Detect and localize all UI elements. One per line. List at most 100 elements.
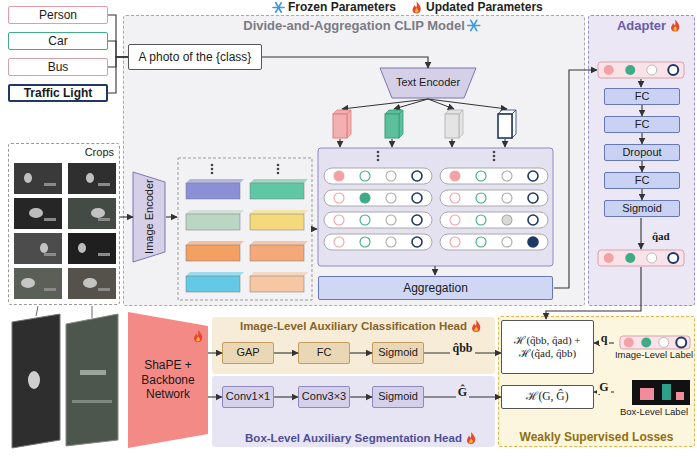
vector-dot <box>625 65 635 75</box>
encoder-trapezoid: Image Encoder <box>133 172 165 262</box>
legend-item: Frozen Parameters <box>272 0 396 14</box>
node-label: FC <box>317 346 332 359</box>
flow-arrow <box>504 139 505 147</box>
snowflake-icon <box>468 20 480 30</box>
model-panel: Divide-and-Aggregation CLIP ModelA photo… <box>123 15 585 306</box>
ellipsis-dot <box>493 155 496 158</box>
embedding-top <box>250 241 308 245</box>
image-embedding <box>186 214 240 230</box>
score-dot <box>360 215 370 225</box>
thermal-detail <box>44 218 56 221</box>
score-dot <box>334 237 344 247</box>
ellipsis-dot <box>277 164 280 167</box>
embedding-side <box>512 110 516 138</box>
thermal-object <box>21 278 35 288</box>
score-dot <box>412 215 422 225</box>
score-dot <box>502 193 512 203</box>
legend: Frozen ParametersUpdated Parameters <box>272 0 543 14</box>
crop-image <box>68 268 116 299</box>
embedding-side <box>347 110 351 138</box>
score-row <box>324 190 432 206</box>
node-label: Text Encoder <box>396 76 460 89</box>
text-embedding <box>385 114 399 138</box>
connector <box>641 105 642 116</box>
embedding-group <box>178 158 312 300</box>
score-dot <box>528 193 538 203</box>
loss-box: ℋ(q̃bb, q̂ad) + ℋ(q̃ad, q̂bb) <box>501 320 594 374</box>
crops-panel: Crops <box>8 143 120 305</box>
layer-box: Sigmoid <box>372 386 424 408</box>
label-item: Box-Level Label <box>614 378 694 426</box>
score-dot <box>528 171 538 181</box>
score-dot <box>450 215 460 225</box>
fire-icon <box>194 330 202 342</box>
trapezoid-outline <box>380 68 476 98</box>
embedding-top <box>250 210 308 214</box>
connector <box>641 189 642 200</box>
node-label: Dropout <box>622 146 661 159</box>
prompt-box: A photo of the {class} <box>128 44 262 70</box>
flow-arrow <box>391 139 392 147</box>
ellipsis-dot <box>377 151 380 154</box>
image-embedding <box>186 276 240 292</box>
connector <box>350 352 372 353</box>
node-label: A photo of the {class} <box>139 50 252 64</box>
score-dot <box>412 237 422 247</box>
vector-dot <box>647 65 657 75</box>
connector <box>350 396 372 397</box>
layer-box: FC <box>604 88 680 105</box>
connector <box>262 57 428 68</box>
fire-icon <box>467 432 475 444</box>
fire-icon <box>671 20 679 32</box>
trapezoid-outline <box>128 312 208 448</box>
flow-arrow <box>640 218 641 249</box>
flow-arrow <box>339 139 340 147</box>
layer-box: GAP <box>222 342 274 364</box>
snowflake-stroke <box>276 2 282 12</box>
snowflake-stroke <box>468 25 480 27</box>
node-label: Conv1×1 <box>226 390 270 403</box>
crop-link <box>36 306 38 316</box>
embedding-top <box>385 110 403 114</box>
ellipsis-dot <box>211 172 214 175</box>
snowflake-stroke <box>471 20 477 30</box>
embedding-top <box>445 110 463 114</box>
connector <box>108 15 128 57</box>
ellipsis-dot <box>377 155 380 158</box>
thermal-image <box>66 314 118 446</box>
fire-icon <box>413 1 421 13</box>
score-dot <box>360 171 370 181</box>
layer-box: Sigmoid <box>604 200 680 217</box>
thermal-detail <box>44 183 56 186</box>
score-dot <box>334 193 344 203</box>
math-label: q̂ad <box>650 230 672 242</box>
score-dot <box>412 171 422 181</box>
edge-label: q̂bb <box>450 342 474 355</box>
mask-region <box>640 388 654 400</box>
ellipsis-dot <box>211 168 214 171</box>
thermal-detail <box>80 370 106 375</box>
flame-outer <box>194 330 202 342</box>
embedding-side <box>399 110 403 138</box>
ellipsis-dot <box>277 168 280 171</box>
score-dot <box>360 237 370 247</box>
node-label: Image Encoder <box>142 180 155 255</box>
thermal-object <box>24 173 32 183</box>
connector <box>108 41 128 57</box>
score-dot <box>502 171 512 181</box>
node-label: Sigmoid <box>378 390 418 403</box>
loss-box: ℋ(G, Ĝ) <box>501 385 594 409</box>
flame-inner <box>469 439 473 444</box>
node-label: Person <box>39 8 77 22</box>
image-embedding <box>250 276 304 292</box>
node-label: Box-Level Label <box>614 407 694 417</box>
adapter-panel: AdapterFCFCDropoutFCSigmoid <box>588 15 695 306</box>
score-row <box>440 168 548 184</box>
snowflake-stroke <box>276 2 282 12</box>
node-label: Sigmoid <box>622 202 662 215</box>
head-panel: Box-Level Auxiliary Segmentation HeadCon… <box>212 376 495 447</box>
thermal-object <box>83 278 97 288</box>
node-label: Bus <box>48 60 69 74</box>
node-label: GAP <box>236 346 259 359</box>
layer-box: Dropout <box>604 144 680 161</box>
